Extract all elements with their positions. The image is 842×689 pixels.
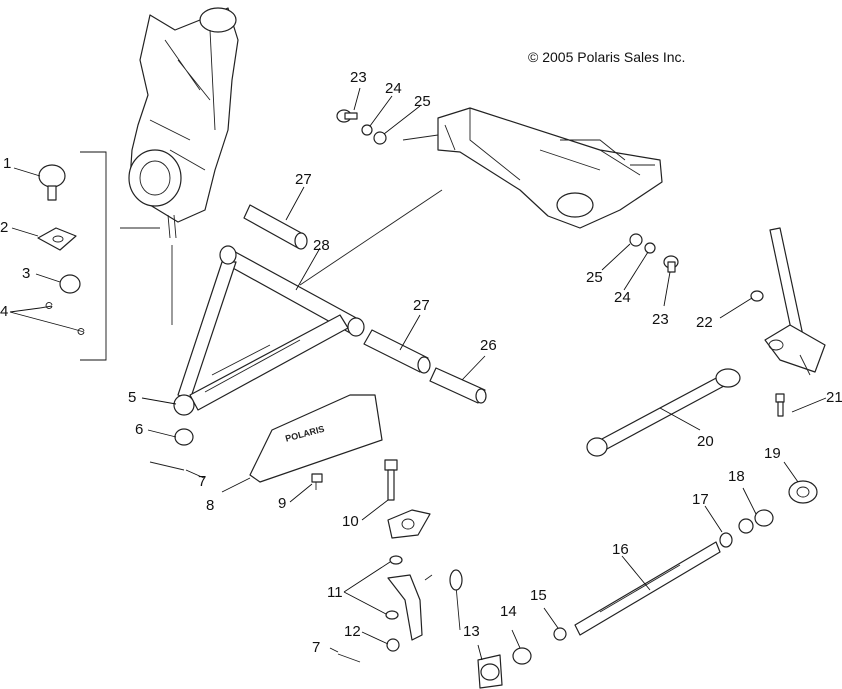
jam-nut xyxy=(512,647,532,665)
a-arm xyxy=(173,245,365,416)
kit-bracket xyxy=(80,151,107,361)
castle-nut xyxy=(59,274,81,294)
callout-26: 26 xyxy=(480,337,497,354)
leader-lines xyxy=(9,87,827,661)
callout-19: 19 xyxy=(764,445,781,462)
callout-27a: 27 xyxy=(295,171,312,188)
post-nut xyxy=(750,290,764,302)
rod-end-ball xyxy=(788,480,818,504)
a-arm-center-line xyxy=(299,189,443,286)
callout-23a: 23 xyxy=(350,69,367,86)
tie-rod-bolt xyxy=(384,459,398,501)
steering-clamp xyxy=(387,509,431,539)
bushing-lower xyxy=(363,329,429,373)
callout-6: 6 xyxy=(135,421,143,438)
callout-3: 3 xyxy=(22,265,30,282)
callout-8: 8 xyxy=(206,497,214,514)
callout-13: 13 xyxy=(463,623,480,640)
pivot-tube xyxy=(429,367,486,404)
copyright-text: © 2005 Polaris Sales Inc. xyxy=(528,49,685,65)
frame-rail xyxy=(437,107,663,229)
pivot-bushing xyxy=(174,428,194,446)
tie-rod-end-lower xyxy=(477,654,503,689)
upper-flat-washer xyxy=(373,131,387,145)
callout-2: 2 xyxy=(0,219,8,236)
callout-14: 14 xyxy=(500,603,517,620)
callout-16: 16 xyxy=(612,541,629,558)
callout-23b: 23 xyxy=(652,311,669,328)
lower-lock-washer xyxy=(644,242,656,254)
upper-bolt xyxy=(336,109,358,123)
a-arm-guard: POLARIS xyxy=(249,394,383,483)
washer-upper xyxy=(389,555,403,565)
steering-post xyxy=(764,227,826,376)
cotter-pin-upper xyxy=(149,461,185,471)
cotter-pin-lower xyxy=(337,653,361,663)
callout-20: 20 xyxy=(697,433,714,450)
callout-17: 17 xyxy=(692,491,709,508)
callout-12: 12 xyxy=(344,623,361,640)
callout-7b: 7 xyxy=(312,639,320,656)
rail-mount-line xyxy=(402,134,439,141)
upper-lock-washer xyxy=(361,124,373,136)
cotter-pins xyxy=(39,302,85,335)
callout-15: 15 xyxy=(530,587,547,604)
callout-22: 22 xyxy=(696,314,713,331)
callout-21: 21 xyxy=(826,389,842,406)
callout-labels: 1 2 3 4 5 6 7 8 9 10 11 12 7 13 14 15 16… xyxy=(0,69,842,656)
ball-joint-plate xyxy=(37,227,77,251)
callout-27b: 27 xyxy=(413,297,430,314)
post-bolt xyxy=(775,393,785,417)
steering-knuckle xyxy=(128,7,239,239)
callout-28: 28 xyxy=(313,237,330,254)
callout-25a: 25 xyxy=(414,93,431,110)
callout-4: 4 xyxy=(0,303,8,320)
callout-24a: 24 xyxy=(385,80,402,97)
callout-5: 5 xyxy=(128,389,136,406)
lock-nut xyxy=(386,638,400,652)
callout-25b: 25 xyxy=(586,269,603,286)
ball-joint xyxy=(38,164,66,201)
callout-7a: 7 xyxy=(198,473,206,490)
guard-bolt xyxy=(311,473,323,490)
steering-link xyxy=(586,368,741,457)
rod-end xyxy=(738,509,774,534)
callout-9: 9 xyxy=(278,495,286,512)
rod-washer xyxy=(719,532,733,548)
adjuster-nut xyxy=(553,627,567,641)
lower-bolt xyxy=(663,255,679,273)
washer-lower xyxy=(385,610,399,620)
callout-11: 11 xyxy=(327,584,343,601)
callout-24b: 24 xyxy=(614,289,631,306)
callout-18: 18 xyxy=(728,468,745,485)
callout-1: 1 xyxy=(3,155,11,172)
callout-10: 10 xyxy=(342,513,359,530)
steering-arm xyxy=(387,574,423,641)
tie-rod xyxy=(574,541,721,636)
lower-flat-washer xyxy=(629,233,643,247)
